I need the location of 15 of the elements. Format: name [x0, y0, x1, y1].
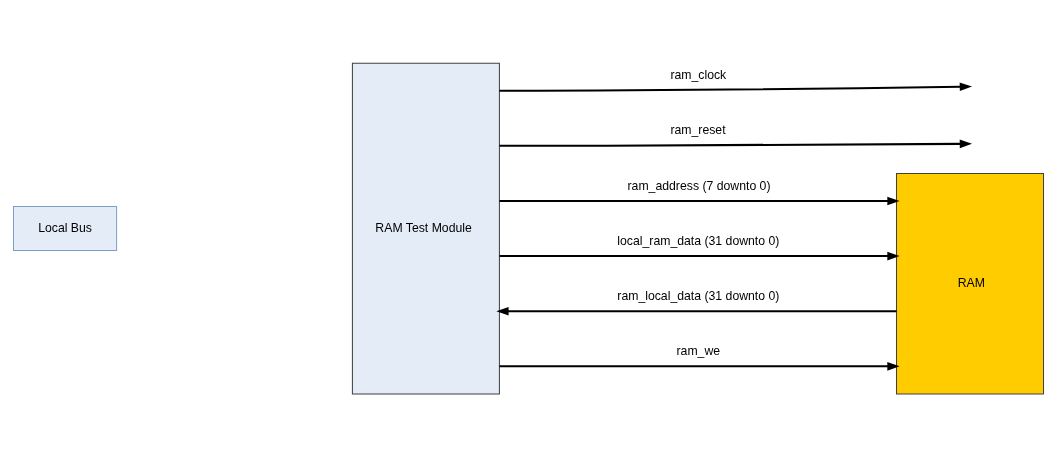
- arrow: [499, 139, 973, 148]
- edge-label: ram_clock: [670, 67, 727, 82]
- edge-label: ram_address (7 downto 0): [627, 178, 771, 193]
- edge-label: ram_local_data (31 downto 0): [617, 288, 780, 303]
- edge-label: ram_we: [676, 343, 721, 358]
- arrow: [499, 82, 973, 92]
- arrow: [496, 306, 897, 316]
- node-box: RAM Test Module: [351, 62, 500, 394]
- arrow: [499, 196, 900, 205]
- node-box: Local Bus: [13, 205, 118, 251]
- edge-label: ram_reset: [670, 122, 726, 137]
- arrow: [499, 361, 900, 371]
- edge-label: local_ram_data (31 downto 0): [617, 233, 780, 248]
- node-box: RAM: [896, 172, 1044, 394]
- arrow: [499, 251, 900, 260]
